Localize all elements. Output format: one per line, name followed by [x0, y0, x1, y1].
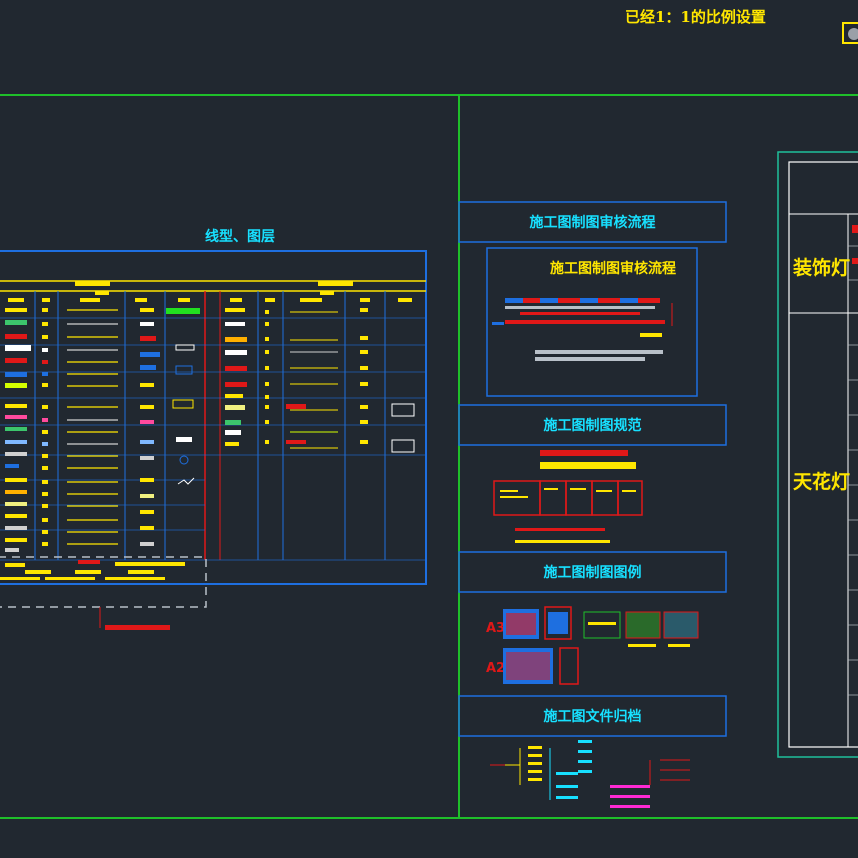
paper-a2-label: A2: [486, 661, 505, 676]
label-ceiling-light: 天花灯: [793, 471, 851, 493]
corner-icon[interactable]: [842, 22, 858, 44]
section-title-legend: 施工图制图图例: [543, 565, 642, 581]
section-title-archive: 施工图文件归档: [543, 709, 642, 725]
paper-a3-label: A3: [486, 621, 505, 636]
section-title-standards: 施工图制图规范: [543, 418, 642, 434]
section-title-review-flow: 施工图制图审核流程: [529, 215, 656, 231]
section-title-review-flow-inner: 施工图制图审核流程: [550, 261, 676, 277]
scale-note: 已经1：1的比例设置: [625, 8, 766, 26]
left-panel-title: 线型、图层: [205, 229, 275, 245]
label-decorative-light: 装饰灯: [793, 257, 851, 279]
